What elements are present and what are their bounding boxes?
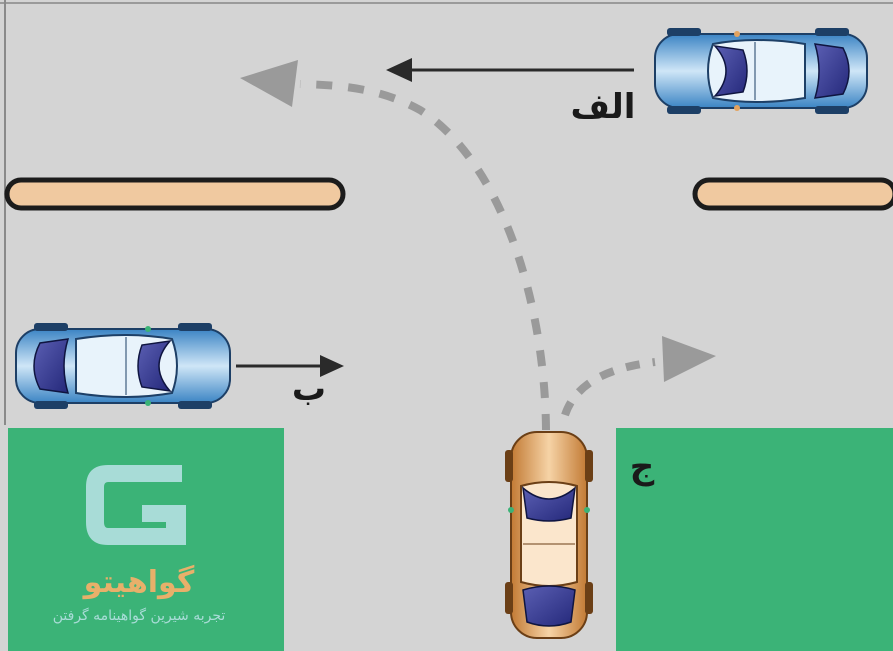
path-car-c-right-arrowhead — [662, 336, 716, 382]
label-car-b: ب — [292, 369, 326, 409]
path-car-c-left-arrowhead — [240, 60, 298, 107]
lane-divider-right — [692, 177, 893, 211]
label-car-a: الف — [571, 87, 636, 127]
arrow-car-a-head — [386, 58, 412, 82]
grass-bottom-right — [616, 428, 893, 651]
gavahito-logo: گواهیتو تجربه شیرین گواهینامه گرفتن — [53, 465, 226, 624]
label-car-c: ج — [630, 447, 655, 487]
car-a-icon — [654, 28, 868, 114]
arrow-car-b-head — [320, 355, 344, 377]
path-car-c-left-turn — [299, 80, 550, 431]
lane-divider-left — [4, 177, 346, 211]
car-b-icon — [15, 323, 231, 409]
logo-name: گواهیتو — [82, 564, 195, 600]
car-c-icon — [505, 431, 593, 639]
gavahito-g-logo-icon — [86, 465, 186, 545]
logo-tagline: تجربه شیرین گواهینامه گرفتن — [53, 607, 226, 624]
path-car-c-right-turn — [561, 358, 656, 417]
